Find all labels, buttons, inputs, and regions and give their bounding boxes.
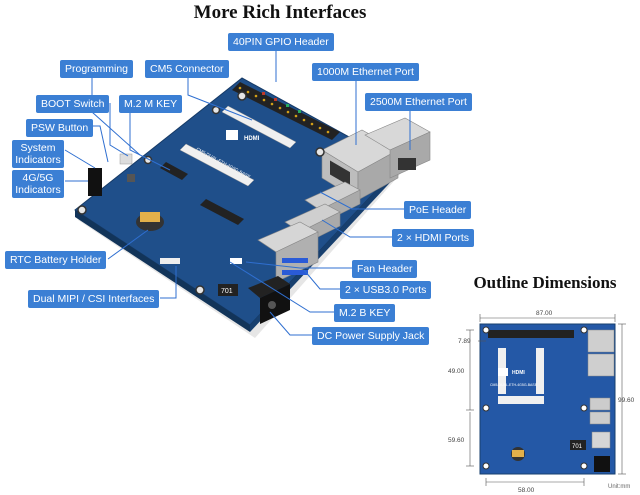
label-gpio-header: 40PIN GPIO Header [228, 33, 334, 52]
label-psw-button: PSW Button [26, 119, 94, 138]
label-usb30-ports: 2 × USB3.0 Ports [340, 281, 432, 300]
unit-text: Unit:mm [608, 484, 631, 490]
main-title: More Rich Interfaces [193, 2, 367, 23]
dim-lower-left: 59.60 [448, 437, 465, 444]
outline-hdmi-text: HDMI [512, 370, 525, 376]
label-m2-b-key: M.2 B KEY [334, 304, 396, 323]
label-dc-power-jack: DC Power Supply Jack [312, 327, 430, 346]
gpio-header [232, 82, 340, 140]
label-hdmi-ports: 2 × HDMI Ports [392, 229, 475, 248]
dim-offset-top: 7.89 [458, 338, 471, 345]
label-rtc-battery-holder: RTC Battery Holder [5, 251, 107, 270]
sim-slot [88, 168, 102, 196]
dim-width-top: 87.00 [536, 310, 553, 317]
outline-part-no-text: 701 [572, 444, 583, 450]
label-cm5-connector: CM5 Connector [145, 60, 229, 79]
ethernet-port-2500m [364, 117, 431, 179]
label-dual-mipi-csi: Dual MIPI / CSI Interfaces [28, 290, 160, 309]
label-system-indicators: System Indicators [12, 140, 64, 169]
dim-height-left: 49.00 [448, 368, 465, 375]
label-m2-m-key: M.2 M KEY [119, 95, 183, 114]
label-fan-header: Fan Header [352, 260, 418, 279]
label-programming: Programming [60, 60, 134, 79]
outline-title: Outline Dimensions [473, 273, 617, 292]
part-no-text: 701 [221, 288, 233, 295]
dim-width-bottom: 58.00 [518, 487, 535, 494]
label-poe-header: PoE Header [404, 201, 472, 220]
label-4g5g-indicators: 4G/5G Indicators [12, 170, 64, 199]
dimension-lines [466, 314, 626, 486]
outline-model-text: CM5-DUAL-ETH-4G5G-BASE [490, 383, 538, 387]
outline-drawing: HDMI CM5-DUAL-ETH-4G5G-BASE 701 [479, 323, 616, 475]
hdmi-logo-text: HDMI [244, 136, 260, 142]
label-ethernet-1000m: 1000M Ethernet Port [312, 63, 419, 82]
leader-lines [64, 48, 446, 336]
label-boot-switch: BOOT Switch [36, 95, 110, 114]
dim-height-right: 99.60 [618, 397, 635, 404]
label-ethernet-2500m: 2500M Ethernet Port [365, 93, 472, 112]
